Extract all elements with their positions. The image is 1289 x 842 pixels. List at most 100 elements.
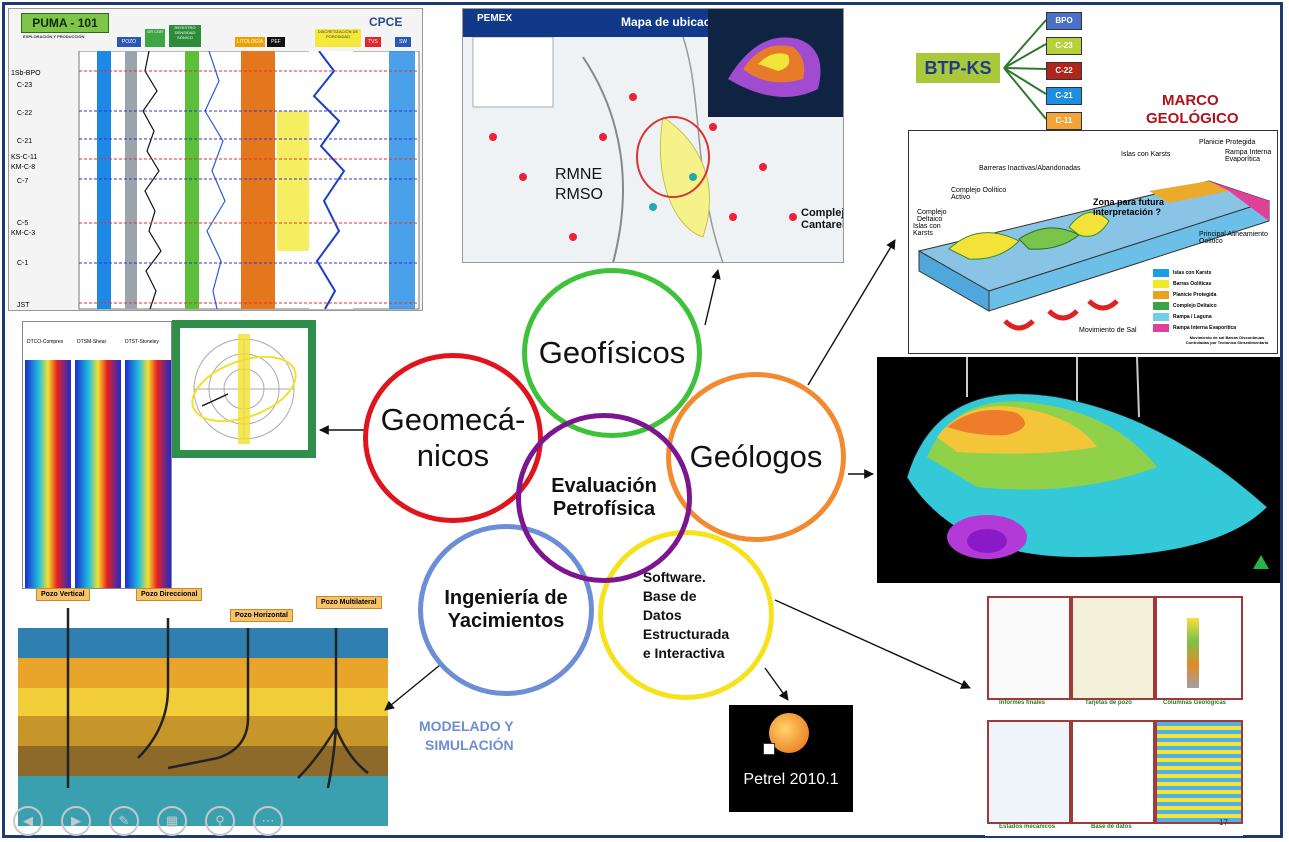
pemex-logo: PEMEX [477, 13, 513, 24]
legend-label: Barras Oolíticas [1173, 280, 1212, 287]
legend-row: Rampa / Laguna [1153, 311, 1277, 322]
database-panel: Informes finales Tarjetas de pozo Column… [985, 592, 1243, 836]
framework-label: Complejo Deltaico [917, 209, 947, 223]
depth-marker: C-5 [17, 220, 28, 227]
log-tracks: 1Sb-BPO C-23 C-22 C-21 KS-C-11 KM-C-8 C-… [11, 51, 420, 310]
btp-item: C-11 [1046, 112, 1082, 130]
forward-icon[interactable]: ▶ [61, 806, 91, 836]
legend-swatch [1153, 268, 1169, 277]
track-gray [125, 51, 137, 309]
depth-marker: C-22 [17, 110, 32, 117]
legend-row: Rampa Interna Evaporítica [1153, 322, 1277, 333]
map-title: Mapa de ubicación [621, 15, 729, 29]
circle-petrofisica-line2: Petrofísica [552, 498, 656, 520]
stress-rose-panel [172, 320, 316, 458]
north-arrow-icon [1253, 555, 1269, 569]
marco-title-1: MARCO [1162, 92, 1219, 109]
circle-software-line: Estructurada [642, 625, 730, 642]
geomech-header: DTSM-Shear [77, 339, 107, 345]
legend-row: Islas con Karsts [1153, 267, 1277, 278]
circle-geologos-label: Geólogos [689, 439, 823, 474]
framework-label-zone: Zona para futura interpretación ? [1093, 197, 1165, 217]
marco-title-2: GEOLÓGICO [1146, 110, 1239, 127]
wells-panel: Pozo Vertical Pozo Direccional Pozo Hori… [18, 588, 388, 826]
back-icon[interactable]: ◀ [13, 806, 43, 836]
framework-block [917, 180, 1271, 331]
circle-software-line: Datos [642, 606, 682, 623]
surface-3d-panel [877, 357, 1280, 583]
legend-row: Planicie Protegida [1153, 289, 1277, 300]
slides-icon[interactable]: ▦ [157, 806, 187, 836]
header-cell-pozo: POZO [117, 37, 141, 47]
modelado-line1: MODELADO Y [419, 718, 514, 734]
petrel-icon [769, 713, 809, 753]
more-icon[interactable]: ⋯ [253, 806, 283, 836]
db-thumb [1155, 720, 1243, 824]
db-caption: Estados mecánicos [999, 824, 1056, 830]
db-thumb [1071, 720, 1155, 824]
legend-swatch [1153, 290, 1169, 299]
map-label-complex: Complejo Cantarell [801, 207, 844, 231]
track-blue-curve [312, 51, 346, 310]
circle-software-line: e Interactiva [642, 644, 725, 661]
header-cell-litologia: LITOLOGÍA [235, 37, 265, 47]
db-thumb [987, 720, 1071, 824]
map-label-rmne: RMNE [555, 166, 603, 183]
btp-root: BTP-KS [916, 53, 1000, 83]
legend-label: Rampa Interna Evaporítica [1173, 324, 1237, 331]
location-map-panel: PEMEX Mapa de ubicación RMNE RMSO Comple… [462, 8, 844, 263]
depth-marker: C-23 [17, 82, 32, 89]
track-lithology [241, 51, 275, 309]
btp-item: C-22 [1046, 62, 1082, 80]
circle-yacimientos: Ingeniería de Yacimientos [418, 524, 594, 696]
circle-software-line: Software. [642, 568, 706, 585]
well-label-multilateral: Pozo Multilateral [316, 596, 382, 609]
depth-marker: JST [17, 302, 30, 309]
legend-row: Barras Oolíticas [1153, 278, 1277, 289]
db-caption: Informes finales [999, 700, 1046, 706]
header-cell-tvs: TVS [365, 37, 381, 47]
depth-marker: C-1 [17, 260, 28, 267]
map-canvas [472, 37, 797, 262]
map-label-rmso: RMSO [555, 186, 603, 203]
track-sw [389, 51, 415, 309]
btp-item: C-23 [1046, 37, 1082, 55]
framework-label: Islas con Karsts [1121, 151, 1171, 158]
header-cell-pef: PEF [267, 37, 285, 47]
legend-swatch [1153, 279, 1169, 288]
framework-label: Movimiento de Sal [1079, 327, 1137, 334]
header-cell-sw: SW [395, 37, 411, 47]
geomech-panel: DTCO-Compres DTSM-Shear DTST-Stoneley [22, 321, 172, 589]
well-log-panel: PUMA - 101 EXPLORACIÓN Y PRODUCCIÓN POZO… [8, 8, 423, 311]
header-cell-gr: GR CGR [145, 29, 165, 47]
legend-label: Islas con Karsts [1173, 269, 1212, 276]
db-thumb [1071, 596, 1155, 700]
circle-geologos: Geólogos [666, 372, 846, 542]
map-3d-inset [708, 9, 843, 117]
geomech-tracks [25, 360, 171, 588]
circle-yacimientos-line1: Ingeniería de [444, 587, 568, 609]
geologic-framework-panel: Islas con Karsts Barreras Inactivas/Aban… [908, 130, 1278, 354]
shortcut-arrow-icon [763, 743, 775, 755]
framework-label: Islas con Karsts [913, 223, 941, 237]
circle-petrofisica: Evaluación Petrofísica [516, 413, 692, 583]
header-cell-discretizacion: DISCRETIZACIÓN DE POROSIDAD [315, 29, 361, 47]
well-label-vertical: Pozo Vertical [36, 588, 90, 601]
zoom-icon[interactable]: ⚲ [205, 806, 235, 836]
framework-label: Principal Alineamiento Oolítico [1199, 231, 1268, 245]
circle-petrofisica-line1: Evaluación [551, 475, 657, 497]
depth-marker: 1Sb-BPO [11, 70, 41, 77]
db-caption: Tarjetas de pozo [1085, 700, 1132, 706]
pen-icon[interactable]: ✎ [109, 806, 139, 836]
petrel-shortcut[interactable]: Petrel 2010.1 [729, 705, 853, 812]
framework-label: Rampa Interna Evaporítica [1225, 149, 1272, 163]
depth-marker: C-21 [17, 138, 32, 145]
page-number: 17 [1219, 818, 1228, 827]
db-caption: Columnas Geológicas [1163, 700, 1227, 706]
framework-label: Planicie Protegida [1199, 139, 1256, 146]
legend-label: Planicie Protegida [1173, 291, 1217, 298]
modelado-line2: SIMULACIÓN [425, 737, 514, 753]
circle-geomecanicos-line2: nicos [416, 438, 490, 473]
